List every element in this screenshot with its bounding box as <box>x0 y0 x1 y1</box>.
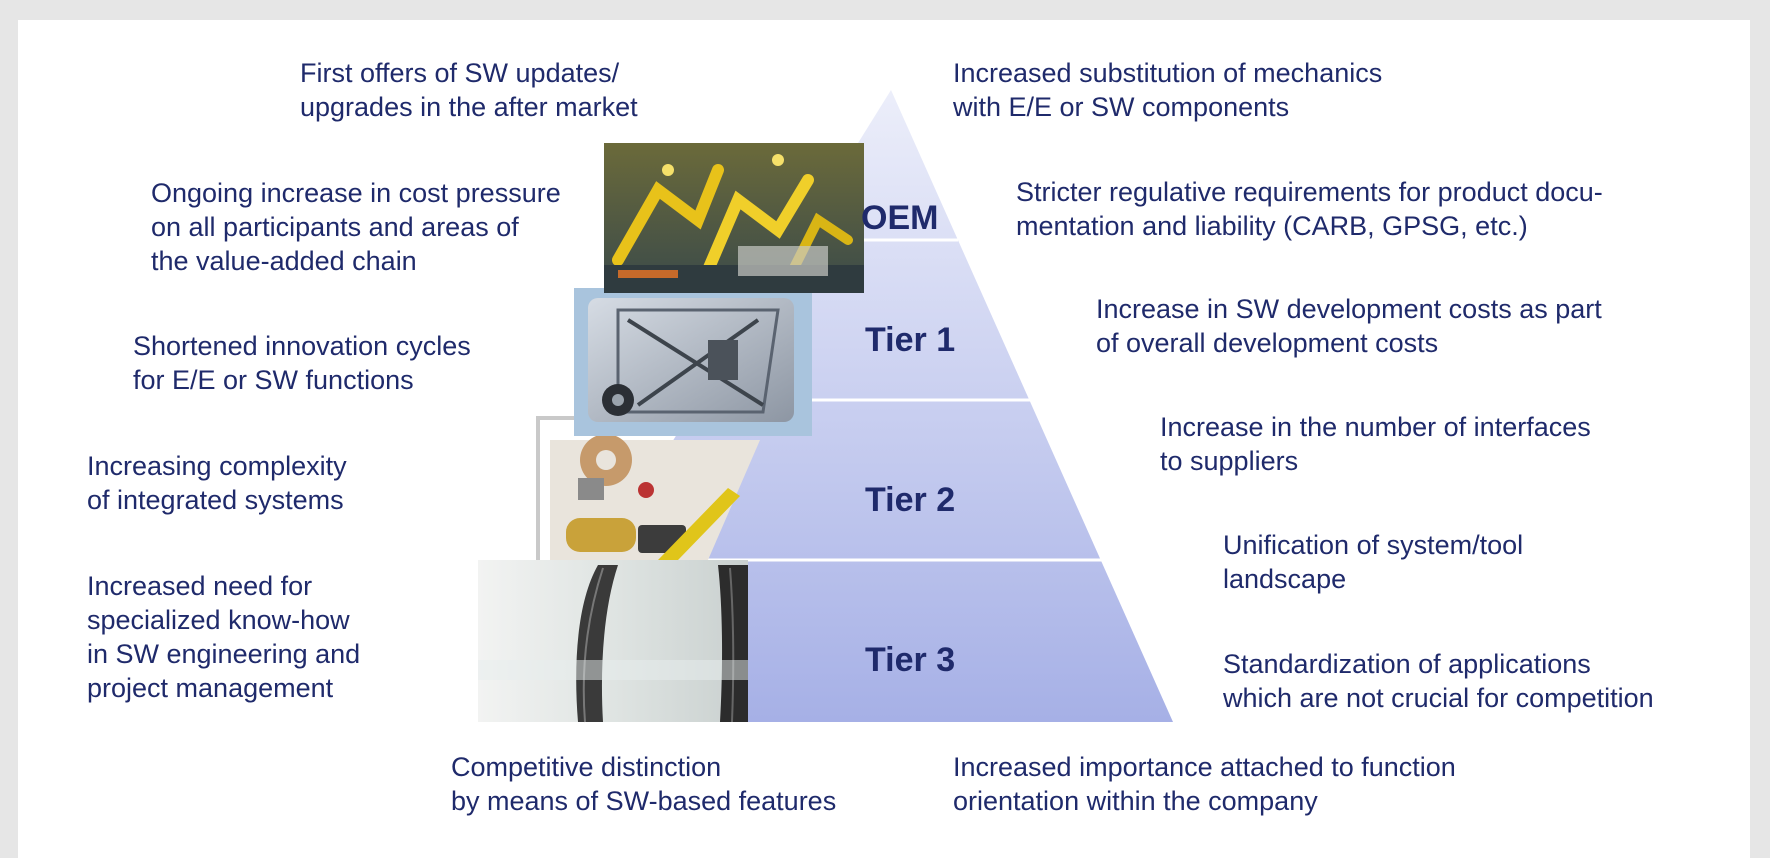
right-note-regulative: Stricter regulative requirements for pro… <box>1016 177 1603 241</box>
right-note-sw-costs: Increase in SW development costs as part… <box>1096 294 1602 358</box>
left-note-complexity: Increasing complexity of integrated syst… <box>87 451 347 515</box>
bottom-note-competitive: Competitive distinction by means of SW-b… <box>451 752 837 816</box>
window-regulator-photo <box>574 288 812 436</box>
steel-coils-photo <box>478 560 748 723</box>
right-note-substitution: Increased substitution of mechanics with… <box>953 58 1383 122</box>
pyramid-diagram <box>478 90 1173 723</box>
industrial-robots-photo <box>604 143 864 293</box>
tier-label-tier-3: Tier 3 <box>865 641 956 679</box>
left-note-cost-pressure: Ongoing increase in cost pressure on all… <box>151 178 561 276</box>
right-note-interfaces: Increase in the number of interfaces to … <box>1160 412 1591 476</box>
left-note-innovation-cycles: Shortened innovation cycles for E/E or S… <box>133 331 471 395</box>
right-note-standardization: Standardization of applications which ar… <box>1223 649 1654 713</box>
tier-label-tier-2: Tier 2 <box>865 481 956 519</box>
bottom-note-function-orientation: Increased importance attached to functio… <box>953 752 1456 816</box>
tier-label-oem: OEM <box>861 199 939 237</box>
left-note-know-how: Increased need for specialized know-how … <box>87 571 361 703</box>
right-note-unification: Unification of system/tool landscape <box>1223 530 1524 594</box>
left-note-sw-updates: First offers of SW updates/ upgrades in … <box>300 58 638 122</box>
slide-frame: OEM Tier 1 Tier 2 Tier 3 First offers of… <box>18 20 1750 858</box>
auto-parts-photo <box>550 434 760 560</box>
tier-label-tier-1: Tier 1 <box>865 321 956 359</box>
